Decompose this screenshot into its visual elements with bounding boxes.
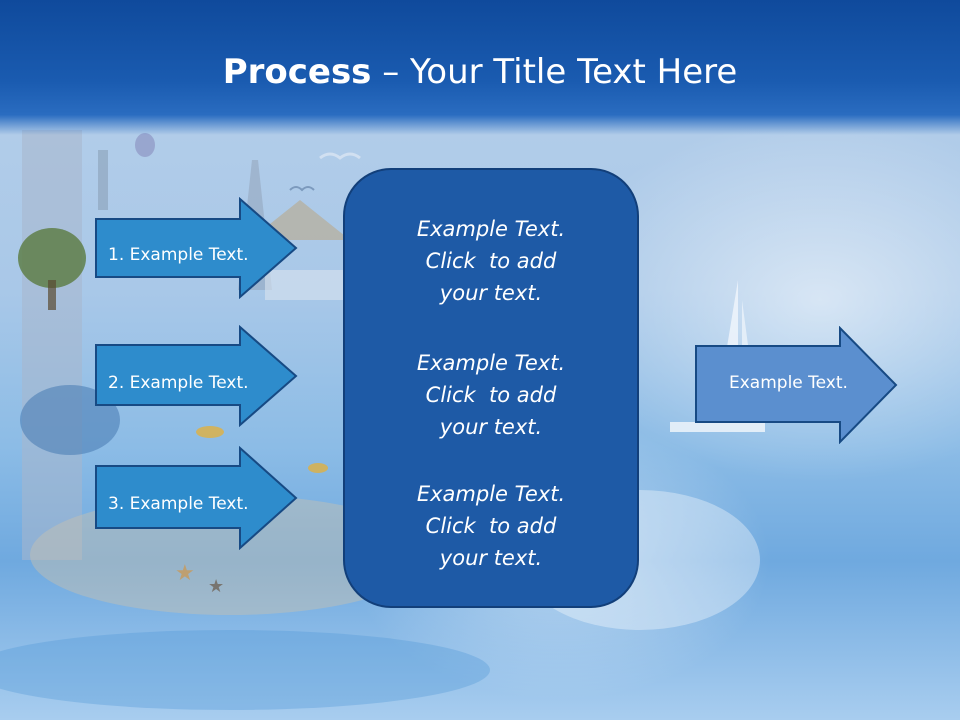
center-text-line: Click to add — [425, 514, 557, 538]
center-text-line: Example Text. — [416, 351, 566, 375]
background-scenery: ★ ★ — [0, 130, 765, 710]
sailboat-hull — [670, 422, 765, 432]
center-text-block-1[interactable]: Example Text. Click to add your text. — [343, 213, 639, 309]
center-text-line: Click to add — [425, 383, 557, 407]
arrow-step-2[interactable] — [94, 325, 300, 427]
center-process-box[interactable] — [343, 168, 639, 608]
small-fish — [196, 426, 224, 438]
wave — [0, 630, 490, 710]
center-text-block-2[interactable]: Example Text. Click to add your text. — [343, 347, 639, 443]
title-bar — [0, 0, 960, 135]
center-text-line: Click to add — [425, 249, 557, 273]
bird-2 — [319, 152, 361, 160]
starfish: ★ — [175, 561, 195, 586]
tree-trunk — [48, 280, 56, 310]
small-fish-2 — [308, 463, 328, 473]
fence — [265, 270, 345, 300]
tree-foliage — [18, 228, 86, 288]
center-text-line: your text. — [439, 281, 543, 305]
statue — [98, 150, 108, 210]
stone-pillar — [22, 130, 82, 560]
center-text-line: your text. — [439, 415, 543, 439]
balloon — [135, 133, 155, 157]
title-rest: – Your Title Text Here — [371, 52, 738, 92]
arrow-result-label: Example Text. — [729, 373, 848, 393]
arrow-result[interactable] — [694, 326, 900, 444]
center-text-line: Example Text. — [416, 217, 566, 241]
arrow-step-1[interactable] — [94, 197, 300, 299]
center-text-line: your text. — [439, 546, 543, 570]
starfish-2: ★ — [208, 576, 224, 597]
arrow-step-3[interactable] — [94, 446, 300, 550]
center-text-block-3[interactable]: Example Text. Click to add your text. — [343, 478, 639, 574]
page-title[interactable]: Process – Your Title Text Here — [0, 52, 960, 92]
arrow-step-2-label: 2. Example Text. — [108, 373, 249, 393]
arrow-step-1-label: 1. Example Text. — [108, 245, 249, 265]
center-text-line: Example Text. — [416, 482, 566, 506]
bird — [289, 186, 315, 192]
title-bold: Process — [222, 52, 372, 92]
arrow-step-3-label: 3. Example Text. — [108, 494, 249, 514]
